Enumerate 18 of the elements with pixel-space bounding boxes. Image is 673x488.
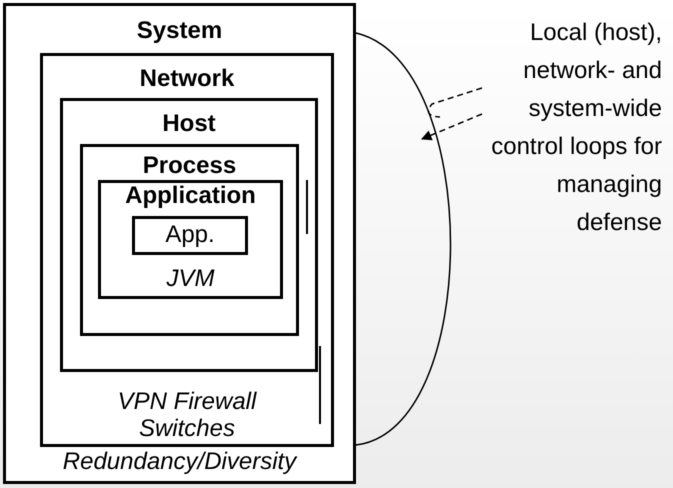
note-text: Local (host), network- and system-wide control loops for managing defense	[482, 14, 662, 242]
layer-title: Application	[125, 183, 256, 210]
layer-caption: VPN Firewall Switches	[116, 389, 258, 442]
layer-caption: Redundancy/Diversity	[62, 448, 296, 475]
layer-title: System	[136, 18, 222, 44]
layer-box	[98, 180, 283, 299]
layer-caption: JVM	[166, 266, 214, 292]
layer-box	[132, 216, 248, 255]
layer-box	[40, 53, 334, 447]
dashed-arrow	[421, 113, 482, 140]
layer-title: Network	[140, 66, 234, 92]
layer-title: Process	[142, 153, 236, 180]
layer-title: Host	[162, 111, 216, 138]
layer-box	[3, 3, 356, 484]
layer-box	[80, 144, 299, 336]
layer-box	[60, 98, 318, 372]
loop-arc	[356, 32, 452, 446]
layer-title: App.	[165, 222, 215, 248]
